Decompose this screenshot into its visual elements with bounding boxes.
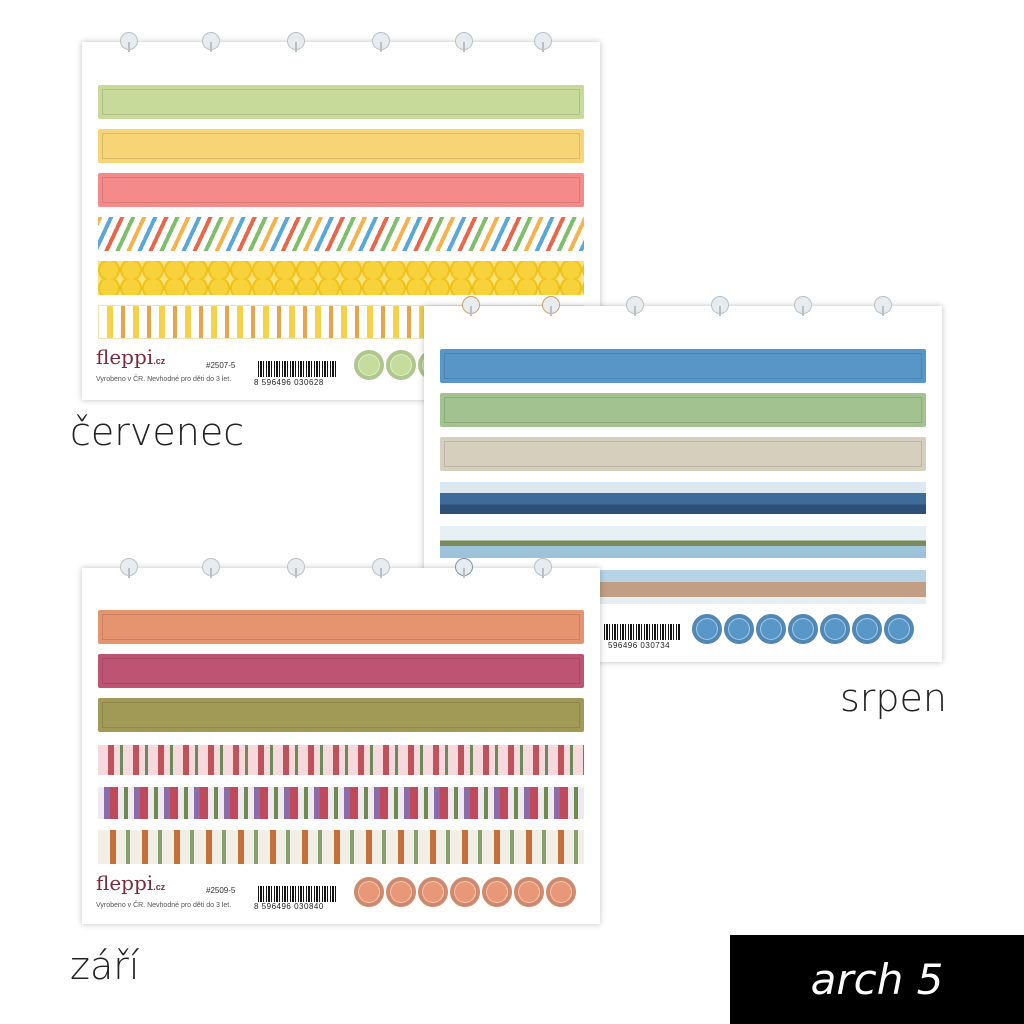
color-strip <box>98 698 584 732</box>
circle-sticker <box>418 877 448 907</box>
made-in-text: Vyrobeno v ČR. Nevhodné pro děti do 3 le… <box>96 376 232 383</box>
pattern-strip-fairies <box>98 745 584 775</box>
binder-hole-icon <box>542 296 560 316</box>
binder-hole-icon <box>534 32 552 52</box>
barcode-icon <box>604 624 680 640</box>
binder-hole-icon <box>455 558 473 578</box>
made-in-text: Vyrobeno v ČR. Nevhodné pro děti do 3 le… <box>96 902 232 909</box>
color-strip <box>440 437 926 471</box>
barcode-number: 596496 030734 <box>608 641 671 650</box>
binder-hole-icon <box>202 32 220 52</box>
circle-sticker <box>354 350 384 380</box>
brand-logo: fleppi.cz <box>96 345 165 369</box>
binder-hole-icon <box>120 32 138 52</box>
binder-hole-icon <box>287 32 305 52</box>
circle-sticker <box>788 614 818 644</box>
color-strip <box>98 129 584 163</box>
binder-hole-icon <box>372 32 390 52</box>
color-strip <box>98 654 584 688</box>
pattern-strip-lighthouses <box>440 482 926 514</box>
label-zari: září <box>70 944 140 988</box>
binder-hole-icon <box>202 558 220 578</box>
circle-sticker <box>884 614 914 644</box>
circle-sticker <box>756 614 786 644</box>
binder-hole-icon <box>534 558 552 578</box>
corner-label: arch 5 <box>730 935 1024 1024</box>
brand-name: fleppi <box>96 345 154 369</box>
pattern-strip-birds <box>98 830 584 864</box>
circle-sticker <box>820 614 850 644</box>
brand-name: fleppi <box>96 871 154 895</box>
circle-sticker <box>852 614 882 644</box>
sticker-sheet-cervenec: fleppi.cz Vyrobeno v ČR. Nevhodné pro dě… <box>82 32 600 400</box>
sticker-sheet-zari: fleppi.cz Vyrobeno v ČR. Nevhodné pro dě… <box>82 558 600 924</box>
circle-sticker <box>354 877 384 907</box>
product-code: #2509-5 <box>206 886 236 895</box>
pattern-strip-lemons <box>98 261 584 295</box>
binder-hole-icon <box>462 296 480 316</box>
label-cervenec: červenec <box>70 410 245 454</box>
binder-hole-icon <box>120 558 138 578</box>
binder-hole-icon <box>455 32 473 52</box>
color-strip <box>98 173 584 207</box>
circle-sticker <box>386 877 416 907</box>
color-strip <box>440 393 926 427</box>
circle-sticker <box>450 877 480 907</box>
barcode-icon <box>258 886 338 902</box>
color-strip <box>98 610 584 644</box>
brand-tld: .cz <box>153 356 166 366</box>
binder-hole-icon <box>626 296 644 316</box>
color-strip <box>440 349 926 383</box>
pattern-strip-islands <box>440 526 926 558</box>
circle-sticker <box>692 614 722 644</box>
color-strip <box>98 85 584 119</box>
brand-logo: fleppi.cz <box>96 871 165 895</box>
binder-hole-icon <box>794 296 812 316</box>
brand-tld: .cz <box>153 882 166 892</box>
barcode-number: 8 596496 030628 <box>254 378 324 387</box>
label-srpen: srpen <box>840 676 948 720</box>
binder-hole-icon <box>711 296 729 316</box>
pattern-strip-flowers <box>98 787 584 819</box>
barcode-number: 8 596496 030840 <box>254 902 324 911</box>
circle-stickers <box>354 350 448 380</box>
circle-sticker <box>482 877 512 907</box>
circle-stickers <box>354 877 576 907</box>
binder-hole-icon <box>287 558 305 578</box>
product-code: #2507-5 <box>206 361 236 370</box>
circle-sticker <box>724 614 754 644</box>
pattern-strip-popsicles <box>98 217 584 251</box>
barcode-icon <box>258 361 338 377</box>
circle-stickers <box>692 614 914 644</box>
binder-hole-icon <box>874 296 892 316</box>
binder-hole-icon <box>372 558 390 578</box>
circle-sticker <box>546 877 576 907</box>
circle-sticker <box>386 350 416 380</box>
circle-sticker <box>514 877 544 907</box>
